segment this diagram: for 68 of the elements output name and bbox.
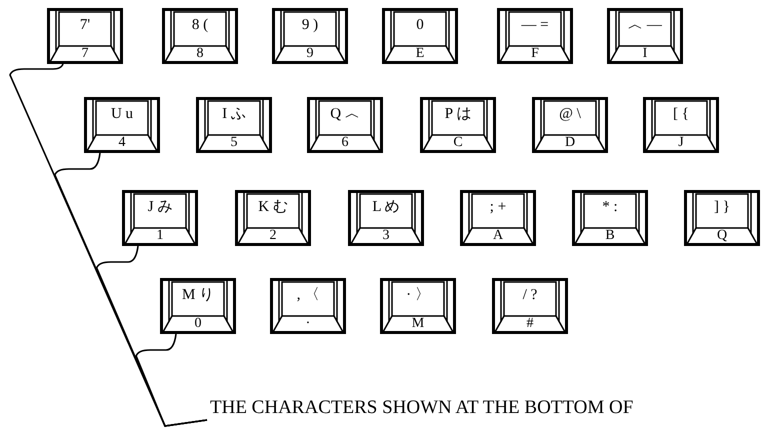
key-legend: * : — [586, 198, 634, 216]
key-label: I — [642, 46, 648, 62]
key-legend: ; + — [474, 198, 522, 216]
callout-text: THE CHARACTERS SHOWN AT THE BOTTOM OF — [210, 396, 634, 420]
key-legend: / ? — [506, 286, 554, 304]
key-label: 9 — [306, 46, 314, 62]
key-legend: P は — [434, 105, 482, 123]
key-label: A — [492, 228, 504, 244]
key-legend: · 〉 — [394, 286, 442, 304]
key-legend: 0 — [396, 16, 444, 34]
key-label: D — [564, 135, 576, 151]
key-label: 5 — [230, 135, 238, 151]
key-legend: Q ︿ — [321, 105, 369, 123]
key-label: B — [604, 228, 616, 244]
key-legend: — = — [511, 16, 559, 34]
key-label: 1 — [156, 228, 164, 244]
key-label: 3 — [382, 228, 390, 244]
key-legend: ︿ — — [621, 16, 669, 34]
key-legend: @ \ — [546, 105, 594, 123]
key-label: C — [452, 135, 464, 151]
keycap — [380, 278, 456, 334]
key-label: 4 — [118, 135, 126, 151]
key-label: 6 — [340, 135, 350, 151]
key-legend: U u — [98, 105, 146, 123]
key-label: E — [414, 46, 426, 62]
keycap — [196, 97, 272, 153]
key-legend: 8 ( — [176, 16, 224, 34]
key-label: · — [304, 316, 312, 332]
keycap — [532, 97, 608, 153]
keycap — [235, 190, 311, 246]
key-legend: K む — [249, 198, 297, 216]
key-label: M — [410, 316, 426, 332]
keycap — [572, 190, 648, 246]
key-legend: M り — [174, 286, 222, 304]
key-label: 8 — [196, 46, 204, 62]
keycap — [460, 190, 536, 246]
keycap — [270, 278, 346, 334]
key-label: J — [677, 135, 685, 151]
keycap — [122, 190, 198, 246]
keycap — [307, 97, 383, 153]
keycap — [492, 278, 568, 334]
key-legend: [ { — [657, 105, 705, 123]
keycap — [420, 97, 496, 153]
key-legend: L め — [362, 198, 410, 216]
keycap — [160, 278, 236, 334]
keycap — [348, 190, 424, 246]
key-legend: ] } — [698, 198, 746, 216]
key-label: 7 — [80, 46, 90, 62]
key-legend: , 〈 — [284, 286, 332, 304]
keycap — [607, 8, 683, 64]
key-legend: I ふ — [210, 105, 258, 123]
key-label: F — [530, 46, 540, 62]
key-legend: 7' — [61, 16, 109, 34]
key-label: # — [526, 316, 534, 332]
keycap — [684, 190, 760, 246]
key-label: 0 — [194, 316, 202, 332]
leader-line — [135, 334, 208, 427]
key-label: 2 — [268, 228, 278, 244]
keycap — [47, 8, 123, 64]
keycap — [84, 97, 160, 153]
keycap — [497, 8, 573, 64]
keycap — [643, 97, 719, 153]
key-legend: J み — [136, 198, 184, 216]
key-label: Q — [716, 228, 728, 244]
keycap — [382, 8, 458, 64]
keycap — [162, 8, 238, 64]
keycap — [272, 8, 348, 64]
key-legend: 9 ) — [286, 16, 334, 34]
